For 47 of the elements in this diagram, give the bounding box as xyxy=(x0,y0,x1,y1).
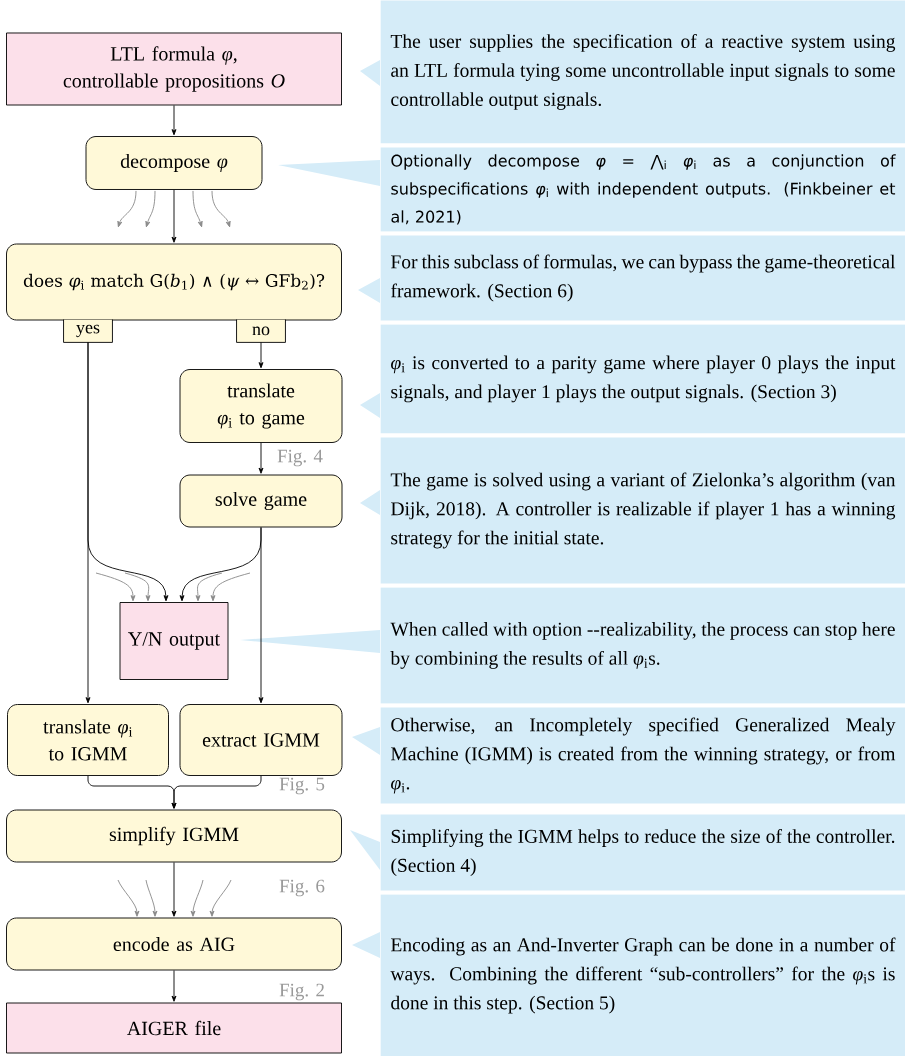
arrow xyxy=(211,190,231,228)
terminal-box: AIGER file xyxy=(6,1002,342,1054)
terminal-box: Y/N output xyxy=(119,602,229,680)
arrow xyxy=(171,970,177,1002)
process-box: translate φ$_{i}$ to IGMM xyxy=(7,704,169,776)
terminal-box: LTL formula φ, controllable propositions O xyxy=(6,32,342,106)
callout: φ$_{i}$ is converted to a parity game where player 0 plays the input signals, and player 1 plays the output signals. (Section 3) xyxy=(360,324,905,434)
arrow xyxy=(117,879,140,917)
arrow xyxy=(210,572,251,602)
process-box: translate φ$_{i}$ to game xyxy=(179,369,343,443)
branch-tab: yes xyxy=(63,319,113,343)
arrow xyxy=(171,862,177,917)
node-label: no xyxy=(252,326,270,336)
callout: When called with option --realizability, the process can stop here by combining the results of all φ$_{i}$s. xyxy=(240,587,905,704)
arrow xyxy=(171,105,177,136)
figure-reference: Fig. 4 xyxy=(277,449,323,467)
arrow xyxy=(145,190,156,228)
arrow xyxy=(124,572,151,602)
arrow xyxy=(258,527,264,704)
callout: The user supplies the specification of a reactive system using an LTL formula tying some uncontrollable input signals to some controllable output signals. xyxy=(360,0,905,144)
arrow xyxy=(145,879,158,917)
callout: Optionally decompose φ = ⋀$_{i}$ φ$_{i}$ as a conjunction of subspecifications φ$_{i}$ with independent outputs. (Finkbeiner et al, 2021) xyxy=(278,147,905,232)
arrow xyxy=(209,879,232,917)
process-box: decompose φ xyxy=(85,136,263,190)
arrow xyxy=(192,190,203,228)
process-box: extract IGMM xyxy=(179,704,343,776)
arrow xyxy=(258,442,264,474)
arrow xyxy=(195,572,223,602)
node-label: yes xyxy=(76,324,100,338)
arrow xyxy=(171,189,177,243)
figure-reference: Fig. 6 xyxy=(279,879,325,897)
figure-reference: Fig. 5 xyxy=(279,777,325,795)
arrow xyxy=(95,572,136,602)
arrow xyxy=(117,190,137,228)
arrow xyxy=(87,341,169,602)
process-box: encode as AIG xyxy=(6,917,342,971)
callout: For this subclass of formulas, we can bypass the game-theoretical framework. (Section 6) xyxy=(358,235,905,321)
arrow xyxy=(258,341,264,369)
process-box: simplify IGMM xyxy=(6,809,342,863)
arrow xyxy=(190,879,204,917)
callout: Encoding as an And-Inverter Graph can be done in a number of ways. Combining the different “sub-controllers” for the φ$_{i}$s is done in this step. (Section 5) xyxy=(352,894,905,1056)
figure-reference: Fig. 2 xyxy=(279,983,324,1001)
callout: The game is solved using a variant of Zielonka’s algorithm (van Dijk, 2018). A controller is realizable if player 1 has a winning strategy for the initial state. xyxy=(360,437,905,584)
process-box: solve game xyxy=(179,474,343,528)
branch-tab: no xyxy=(236,319,286,343)
callout: Otherwise, an Incompletely specified Generalized Mealy Machine (IGMM) is created from the winning strategy, or from φ$_{i}$. xyxy=(352,707,905,804)
callout: Simplifying the IGMM helps to reduce the size of the controller. (Section 4) xyxy=(350,814,905,891)
